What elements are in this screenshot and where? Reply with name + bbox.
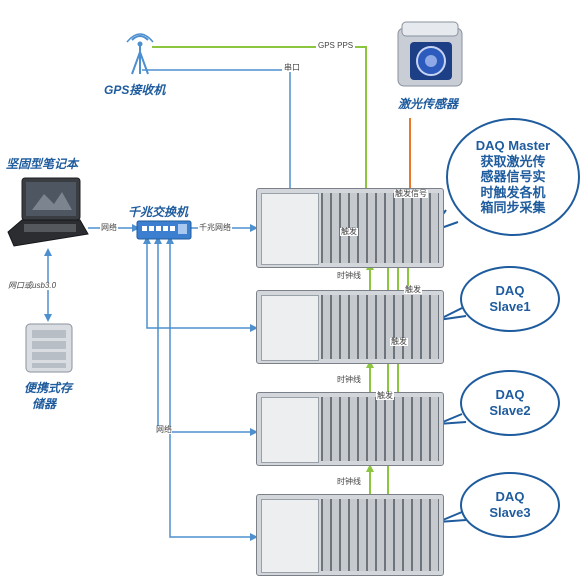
slave2-bubble-line1: DAQ xyxy=(495,387,525,403)
network-left-label: 网络 xyxy=(100,223,118,232)
master-bubble-line3: 时触发各机 xyxy=(480,184,546,200)
laptop-icon xyxy=(7,177,89,247)
clock-label-2: 时钟线 xyxy=(336,375,362,384)
master-controller-module xyxy=(261,193,319,265)
usb-arrow-down xyxy=(44,314,52,322)
master-bubble-line1: 获取激光传 xyxy=(480,153,546,169)
daq-master-bubble: DAQ Master 获取激光传 感器信号实 时触发各机 箱同步采集 xyxy=(446,118,580,236)
daq-slave3-bubble: DAQ Slave3 xyxy=(460,472,560,538)
network-right-label: 千兆网络 xyxy=(198,223,232,232)
gps-pps-line xyxy=(152,46,367,230)
slave3-slot-array xyxy=(321,499,439,571)
slave3-controller-module xyxy=(261,499,319,573)
trigger-slave1-label: 触发 xyxy=(404,285,422,294)
switch-slave2-line xyxy=(157,240,254,433)
clock-label-1: 时钟线 xyxy=(336,271,362,280)
switch-label: 千兆交换机 xyxy=(128,205,189,219)
switch-slave3-line xyxy=(169,240,254,538)
switch-icon xyxy=(136,220,192,240)
gps-receiver-label: GPS接收机 xyxy=(104,83,166,97)
slave2-slot-array xyxy=(321,397,439,461)
gps-pps-label: GPS PPS xyxy=(316,41,356,50)
clock-label-3: 时钟线 xyxy=(336,477,362,486)
slave3-arrow xyxy=(250,533,258,541)
trigger-slave2-label: 触发 xyxy=(390,337,408,346)
net-up-arrow-2 xyxy=(154,236,162,244)
daq-slave2-bubble: DAQ Slave2 xyxy=(460,370,560,436)
slave1-bubble-line1: DAQ xyxy=(495,283,525,299)
net-up-arrow-1 xyxy=(143,236,151,244)
storage-label-line1: 便携式存 xyxy=(24,381,73,395)
storage-icon xyxy=(25,323,73,373)
trigger-master-label: 触发 xyxy=(340,227,358,236)
daq-slave1-chassis xyxy=(256,290,444,364)
slave2-arrow xyxy=(250,428,258,436)
switch-master-arrow xyxy=(250,224,258,232)
laptop-label: 坚固型笔记本 xyxy=(6,157,79,171)
master-slot-array xyxy=(321,193,439,263)
storage-label-line2: 储器 xyxy=(32,397,57,411)
usb-arrow-up xyxy=(44,248,52,256)
laptop-switch-arrow xyxy=(132,224,140,232)
slave1-bubble-line2: Slave1 xyxy=(489,299,531,314)
daq-slave1-bubble: DAQ Slave1 xyxy=(460,266,560,332)
slave3-bubble-line2: Slave3 xyxy=(489,505,531,520)
daq-slave2-chassis xyxy=(256,392,444,466)
trigger-signal-label: 触发信号 xyxy=(394,189,428,198)
slave3-bubble-line1: DAQ xyxy=(495,489,525,505)
net-up-arrow-3 xyxy=(166,236,174,244)
slave1-slot-array xyxy=(321,295,439,359)
switch-slave1-line xyxy=(146,240,254,329)
master-bubble-line2: 感器信号实 xyxy=(480,169,546,185)
daq-slave3-chassis xyxy=(256,494,444,576)
usb-label: 网口或usb3.0 xyxy=(8,281,57,290)
trigger-slave3-label: 触发 xyxy=(376,391,394,400)
master-bubble-line4: 箱同步采集 xyxy=(480,200,546,216)
slave2-controller-module xyxy=(261,397,319,463)
laser-sensor-label: 激光传感器 xyxy=(398,97,459,111)
slave1-controller-module xyxy=(261,295,319,361)
serial-label: 串口 xyxy=(282,63,302,72)
clock-arrow-2 xyxy=(366,360,374,368)
master-bubble-title: DAQ Master xyxy=(475,138,551,154)
slave2-bubble-line2: Slave2 xyxy=(489,403,531,418)
slave1-arrow xyxy=(250,324,258,332)
gps-antenna-icon xyxy=(126,33,154,75)
laser-sensor-icon xyxy=(397,21,463,87)
clock-arrow-3 xyxy=(366,464,374,472)
network-vertical-label: 网络 xyxy=(156,425,172,434)
